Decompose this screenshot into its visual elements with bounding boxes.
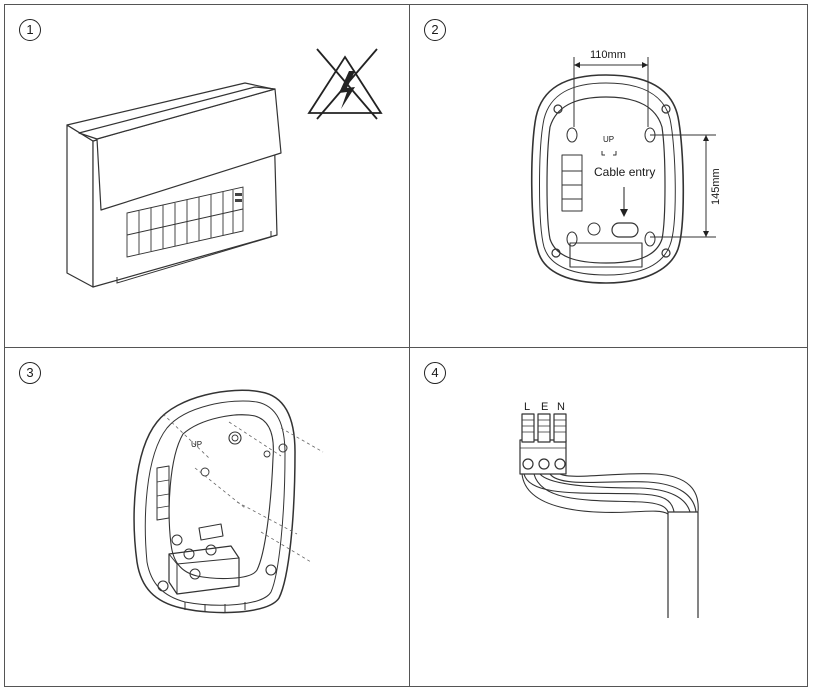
instruction-grid: 1 [4,4,808,687]
panel-step-2: 2 [410,5,813,346]
back-plate-perspective-view [133,389,324,614]
height-dimension-label: 145mm [710,168,722,205]
step-number-3: 3 [19,362,41,384]
up-marker-label: UP [603,135,615,144]
cable-entry-label: Cable entry [594,165,656,179]
step-number-2: 2 [424,19,446,41]
grid-divider-vertical [409,5,410,686]
panel-step-4: 4 [410,348,813,689]
consumer-unit-illustration [66,82,282,288]
panel-step-3: 3 [5,348,408,689]
up-marker-label-perspective: UP [191,440,203,449]
width-dimension-label: 110mm [590,49,626,61]
terminal-label-live: L [524,401,531,413]
panel-step-1: 1 [5,5,408,346]
step-number-1: 1 [19,19,41,41]
terminal-label-earth: E [541,401,549,413]
grid-divider-horizontal [5,347,807,348]
step-number-4: 4 [424,362,446,384]
back-plate-front-view [530,57,716,284]
terminal-label-neutral: N [557,401,565,413]
terminal-block-with-cable [519,413,699,618]
